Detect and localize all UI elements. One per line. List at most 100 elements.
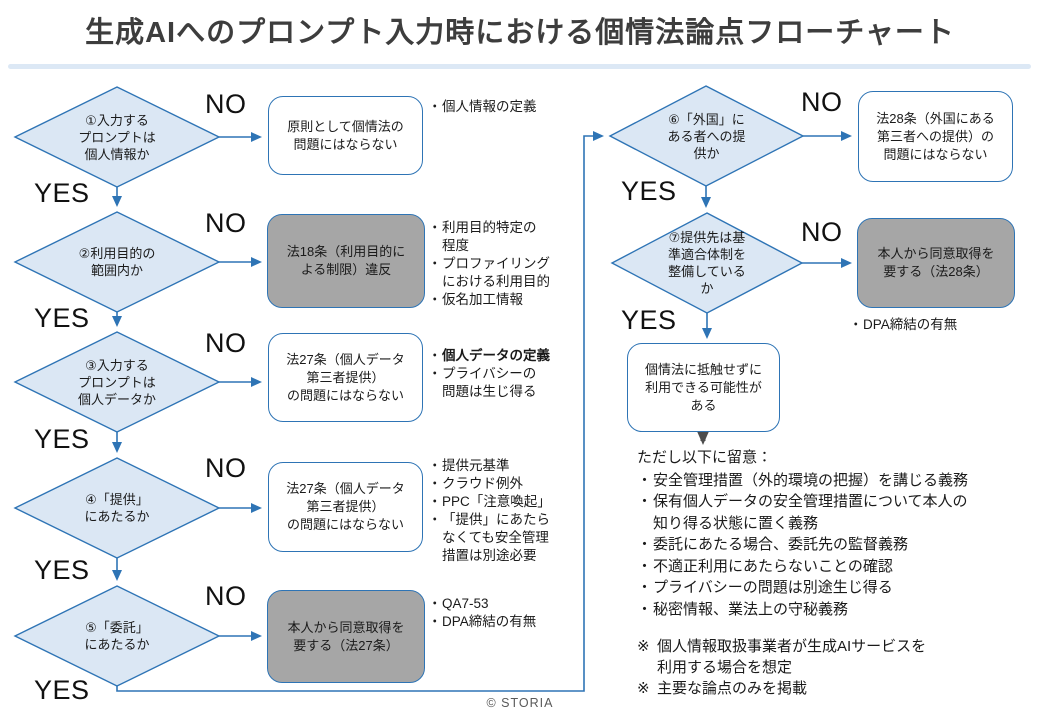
note-item: ・プライバシーの問題は別途生じ得る (637, 577, 1037, 599)
annotation-text: プロファイリング における利用目的 (442, 256, 550, 289)
annotation-item: ・DPA締結の有無 (849, 316, 1019, 334)
decision-1-label: ①入力する プロンプトは 個人情報か (78, 112, 156, 162)
bullet-marker: ・ (428, 494, 442, 509)
yes-label-6: YES (621, 176, 677, 206)
bullet-marker: ・ (637, 557, 653, 575)
bullet-marker: ・ (428, 220, 442, 235)
annotation-item: ・PPC「注意喚起」 (428, 493, 588, 511)
no-label-7: NO (801, 217, 843, 247)
note-text: 不適正利用にあたらないことの確認 (653, 557, 893, 575)
no-label-4: NO (205, 453, 247, 483)
no-label-5: NO (205, 581, 247, 611)
annotation-text: PPC「注意喚起」 (442, 494, 551, 509)
bullet-marker: ・ (428, 512, 442, 527)
decision-6-label: ⑥「外国」に ある者への提 供か (667, 111, 746, 161)
remark-marker: ※ (637, 680, 650, 697)
annotation-text: 提供元基準 (442, 458, 510, 473)
copyright-footer: © STORIA (486, 696, 554, 710)
note-text: プライバシーの問題は別途生じ得る (653, 579, 893, 596)
annotation-item: ・利用目的特定の 程度 (428, 219, 588, 255)
decision-2-label: ②利用目的の 範囲内か (78, 246, 156, 278)
yes-label-3: YES (34, 424, 90, 454)
bullet-marker: ・ (849, 317, 863, 332)
annotation-item: ・DPA締結の有無 (428, 613, 588, 631)
note-item: ・保有個人データの安全管理措置について本人の 知り得る状態に置く義務 (637, 491, 1037, 534)
yes-label-1: YES (34, 178, 90, 208)
annotation-item: ・個人データの定義 (428, 347, 588, 365)
annotation-text: DPA締結の有無 (863, 317, 958, 332)
bullet-marker: ・ (637, 493, 653, 510)
result-box-6: 法28条（外国にある 第三者への提供）の 問題にはならない (858, 91, 1013, 182)
notes-block: ただし以下に留意： ・安全管理措置（外的環境の把握）を講じる義務 ・保有個人デー… (637, 447, 1037, 620)
remark-text: 主要な論点のみを掲載 (657, 680, 808, 697)
notes-heading: ただし以下に留意： (637, 449, 773, 466)
annotation-group-7: ・DPA締結の有無 (849, 316, 1019, 334)
annotation-item: ・個人情報の定義 (428, 98, 588, 116)
annotation-text: クラウド例外 (442, 476, 523, 491)
annotation-text: DPA締結の有無 (442, 614, 537, 629)
annotation-group-4: ・提供元基準 ・クラウド例外 ・PPC「注意喚起」 ・「提供」にあたら なくても… (428, 457, 588, 565)
note-item: ・安全管理措置（外的環境の把握）を講じる義務 (637, 470, 1037, 492)
bullet-marker: ・ (428, 348, 442, 363)
result-box-7: 本人から同意取得を 要する（法28条） (857, 218, 1015, 308)
result-box-8: 個情法に抵触せずに 利用できる可能性が ある (627, 343, 780, 432)
no-label-3: NO (205, 328, 247, 358)
bullet-marker: ・ (637, 536, 653, 553)
bullet-marker: ・ (428, 476, 442, 491)
annotation-item: ・プライバシーの 問題は生じ得る (428, 365, 588, 401)
annotation-item: ・プロファイリング における利用目的 (428, 255, 588, 291)
decision-7-label: ⑦提供先は基 準適合体制を 整備している か (667, 230, 746, 296)
yes-label-2: YES (34, 303, 90, 333)
annotation-text: 個人情報の定義 (442, 99, 537, 114)
note-text: 安全管理措置（外的環境の把握）を講じる義務 (653, 471, 969, 489)
remark-item: ※ 主要な論点のみを掲載 (637, 678, 1037, 699)
no-label-1: NO (205, 89, 247, 119)
annotation-group-5: ・QA7-53 ・DPA締結の有無 (428, 595, 588, 631)
annotation-group-2: ・利用目的特定の 程度 ・プロファイリング における利用目的 ・仮名加工情報 (428, 219, 588, 309)
annotation-item: ・QA7-53 (428, 595, 588, 613)
annotation-item: ・「提供」にあたら なくても安全管理 措置は別途必要 (428, 511, 588, 565)
arrow-yes-5-long (116, 131, 604, 692)
result-box-2: 法18条（利用目的に よる制限）違反 (267, 214, 425, 308)
yes-label-4: YES (34, 555, 90, 585)
decision-3-label: ③入力する プロンプトは 個人データか (77, 357, 156, 407)
note-item: ・秘密情報、業法上の守秘義務 (637, 599, 1037, 621)
yes-label-7: YES (621, 305, 677, 335)
annotation-group-3: ・個人データの定義 ・プライバシーの 問題は生じ得る (428, 347, 588, 401)
annotation-group-1: ・個人情報の定義 (428, 98, 588, 116)
note-text: 委託にあたる場合、委託先の監督義務 (653, 536, 909, 553)
annotation-item: ・仮名加工情報 (428, 291, 588, 309)
bullet-marker: ・ (637, 600, 653, 618)
remark-text: 個人情報取扱事業者が生成AIサービスを 利用する場合を想定 (657, 638, 927, 676)
result-box-5: 本人から同意取得を 要する（法27条） (267, 590, 425, 683)
decision-4-label: ④「提供」 にあたるか (84, 492, 150, 524)
annotation-item: ・クラウド例外 (428, 475, 588, 493)
annotation-text: QA7-53 (442, 596, 489, 611)
annotation-text: 個人データの定義 (442, 348, 550, 363)
yes-label-5: YES (34, 675, 90, 705)
bullet-marker: ・ (428, 366, 442, 381)
remarks-block: ※ 個人情報取扱事業者が生成AIサービスを 利用する場合を想定 ※ 主要な論点のみを… (637, 636, 1037, 699)
bullet-marker: ・ (428, 458, 442, 473)
annotation-text: 「提供」にあたら なくても安全管理 措置は別途必要 (442, 512, 550, 563)
decision-5-label: ⑤「委託」 にあたるか (84, 620, 150, 652)
annotation-text: プライバシーの 問題は生じ得る (442, 366, 537, 399)
bullet-marker: ・ (637, 471, 653, 489)
bullet-marker: ・ (428, 99, 442, 114)
remark-marker: ※ (637, 638, 650, 655)
bullet-marker: ・ (428, 614, 442, 629)
note-item: ・委託にあたる場合、委託先の監督義務 (637, 534, 1037, 556)
note-text: 保有個人データの安全管理措置について本人の 知り得る状態に置く義務 (653, 493, 968, 532)
note-item: ・不適正利用にあたらないことの確認 (637, 556, 1037, 578)
remark-item: ※ 個人情報取扱事業者が生成AIサービスを 利用する場合を想定 (637, 636, 1037, 678)
annotation-item: ・提供元基準 (428, 457, 588, 475)
result-box-1: 原則として個情法の 問題にはならない (268, 96, 423, 175)
note-text: 秘密情報、業法上の守秘義務 (653, 600, 849, 618)
no-label-2: NO (205, 208, 247, 238)
bullet-marker: ・ (428, 292, 442, 307)
bullet-marker: ・ (428, 596, 442, 611)
annotation-text: 利用目的特定の 程度 (442, 220, 537, 253)
result-box-3: 法27条（個人データ 第三者提供） の問題にはならない (268, 333, 423, 422)
